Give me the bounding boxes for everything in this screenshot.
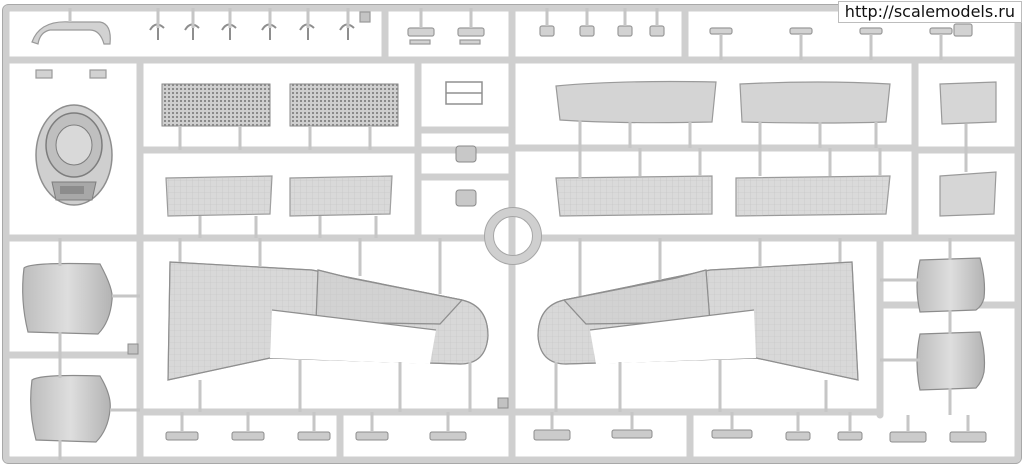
flap-panel-lines [166, 176, 890, 216]
nacelle-left [22, 262, 113, 443]
gates-wings [58, 238, 952, 460]
sprue-frame [2, 4, 1022, 464]
wing-right [537, 261, 859, 381]
sprue-frame-edges [2, 4, 1022, 464]
nacelle-right [916, 257, 986, 391]
gates-bottom [180, 412, 970, 432]
wing-left [167, 261, 489, 381]
small-frame-part [445, 81, 483, 105]
watermark-url: http://scalemodels.ru [837, 1, 1022, 23]
engine-cowl-front [35, 104, 113, 206]
radiator-grilles [161, 83, 399, 127]
gates-middle [178, 120, 968, 238]
gates-top [68, 8, 943, 60]
small-cylinders [455, 145, 477, 207]
sprue-center-ring [484, 207, 542, 265]
